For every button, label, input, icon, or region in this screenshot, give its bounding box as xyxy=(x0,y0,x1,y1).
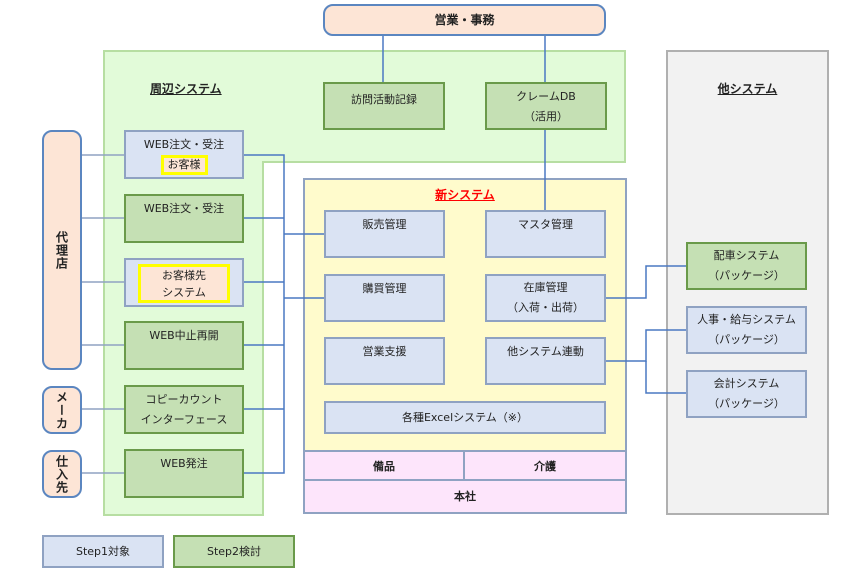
equipment-label: 備品 xyxy=(373,460,395,473)
dispatch-label: 配車システム xyxy=(713,249,780,262)
customer-tag: お客様 xyxy=(160,155,208,175)
web-suspend-label: WEB中止再開 xyxy=(149,329,219,342)
inventory-mgmt-label: 在庫管理 xyxy=(523,281,568,294)
sales-admin-label: 営業・事務 xyxy=(434,13,495,27)
legend-step2: Step2検討 xyxy=(173,535,295,568)
legend-step1-label: Step1対象 xyxy=(75,545,131,558)
other-systems-title: 他システム xyxy=(717,82,778,96)
master-mgmt-box[interactable]: マスタ管理 xyxy=(485,210,606,258)
other-link-box[interactable]: 他システム連動 xyxy=(485,337,606,385)
purchase-mgmt-label: 購買管理 xyxy=(362,282,407,295)
customer-dest-sublabel: システム xyxy=(162,286,206,299)
sales-support-label: 営業支援 xyxy=(362,345,407,358)
sales-support-box[interactable]: 営業支援 xyxy=(324,337,445,385)
claim-db-box[interactable]: クレームDB （活用） xyxy=(485,82,607,130)
care-label: 介護 xyxy=(534,460,556,473)
web-order-box[interactable]: WEB注文・受注 xyxy=(124,194,244,243)
excel-box[interactable]: 各種Excelシステム（※） xyxy=(324,401,606,434)
maker-label: メーカ xyxy=(54,390,69,430)
agency-box: 代理店 xyxy=(42,130,82,370)
copy-count-label: コピーカウント xyxy=(145,393,223,406)
hq-cell: 本社 xyxy=(305,481,625,512)
dispatch-sublabel: （パッケージ） xyxy=(708,269,785,282)
hr-payroll-sublabel: （パッケージ） xyxy=(708,333,785,346)
web-suspend-box[interactable]: WEB中止再開 xyxy=(124,321,244,370)
care-cell: 介護 xyxy=(465,452,625,481)
visit-log-label: 訪問活動記録 xyxy=(351,93,417,106)
supplier-label: 仕入先 xyxy=(54,454,69,494)
sales-mgmt-label: 販売管理 xyxy=(362,218,407,231)
hr-payroll-label: 人事・給与システム xyxy=(697,313,796,326)
excel-label: 各種Excelシステム（※） xyxy=(401,411,529,424)
legend-step2-label: Step2検討 xyxy=(206,545,262,558)
inventory-mgmt-box[interactable]: 在庫管理 （入荷・出荷） xyxy=(485,274,606,322)
other-link-label: 他システム連動 xyxy=(507,345,584,358)
web-order-label: WEB注文・受注 xyxy=(143,202,225,215)
hq-label: 本社 xyxy=(454,490,476,503)
new-system-base xyxy=(303,450,627,514)
customer-dest-label: お客様先 xyxy=(162,269,206,282)
copy-count-box[interactable]: コピーカウント インターフェース xyxy=(124,385,244,434)
copy-count-sublabel: インターフェース xyxy=(140,413,228,426)
web-purchase-box[interactable]: WEB発注 xyxy=(124,449,244,498)
web-purchase-label: WEB発注 xyxy=(160,457,208,470)
purchase-mgmt-box[interactable]: 購買管理 xyxy=(324,274,445,322)
peripheral-title: 周辺システム xyxy=(150,82,222,96)
legend-step1: Step1対象 xyxy=(42,535,164,568)
web-order-customer-label: WEB注文・受注 xyxy=(143,138,225,151)
sales-admin-box: 営業・事務 xyxy=(323,4,606,36)
hr-payroll-box[interactable]: 人事・給与システム （パッケージ） xyxy=(686,306,807,354)
equipment-cell: 備品 xyxy=(305,452,465,481)
master-mgmt-label: マスタ管理 xyxy=(518,218,573,231)
visit-log-box[interactable]: 訪問活動記録 xyxy=(323,82,445,130)
supplier-box: 仕入先 xyxy=(42,450,82,498)
accounting-box[interactable]: 会計システム （パッケージ） xyxy=(686,370,807,418)
agency-label: 代理店 xyxy=(54,230,69,270)
claim-db-label: クレームDB xyxy=(516,90,576,103)
maker-box: メーカ xyxy=(42,386,82,434)
customer-dest-highlight: お客様先 システム xyxy=(138,264,230,303)
claim-db-sublabel: （活用） xyxy=(524,110,568,123)
web-order-customer-box[interactable]: WEB注文・受注 お客様 xyxy=(124,130,244,179)
customer-dest-box[interactable]: お客様先 システム xyxy=(124,258,244,307)
dispatch-box[interactable]: 配車システム （パッケージ） xyxy=(686,242,807,290)
peripheral-panel-inner-corner xyxy=(262,161,626,163)
sales-mgmt-box[interactable]: 販売管理 xyxy=(324,210,445,258)
new-system-title: 新システム xyxy=(435,188,495,202)
inventory-mgmt-sublabel: （入荷・出荷） xyxy=(507,301,584,314)
accounting-sublabel: （パッケージ） xyxy=(708,397,785,410)
accounting-label: 会計システム xyxy=(713,377,780,390)
